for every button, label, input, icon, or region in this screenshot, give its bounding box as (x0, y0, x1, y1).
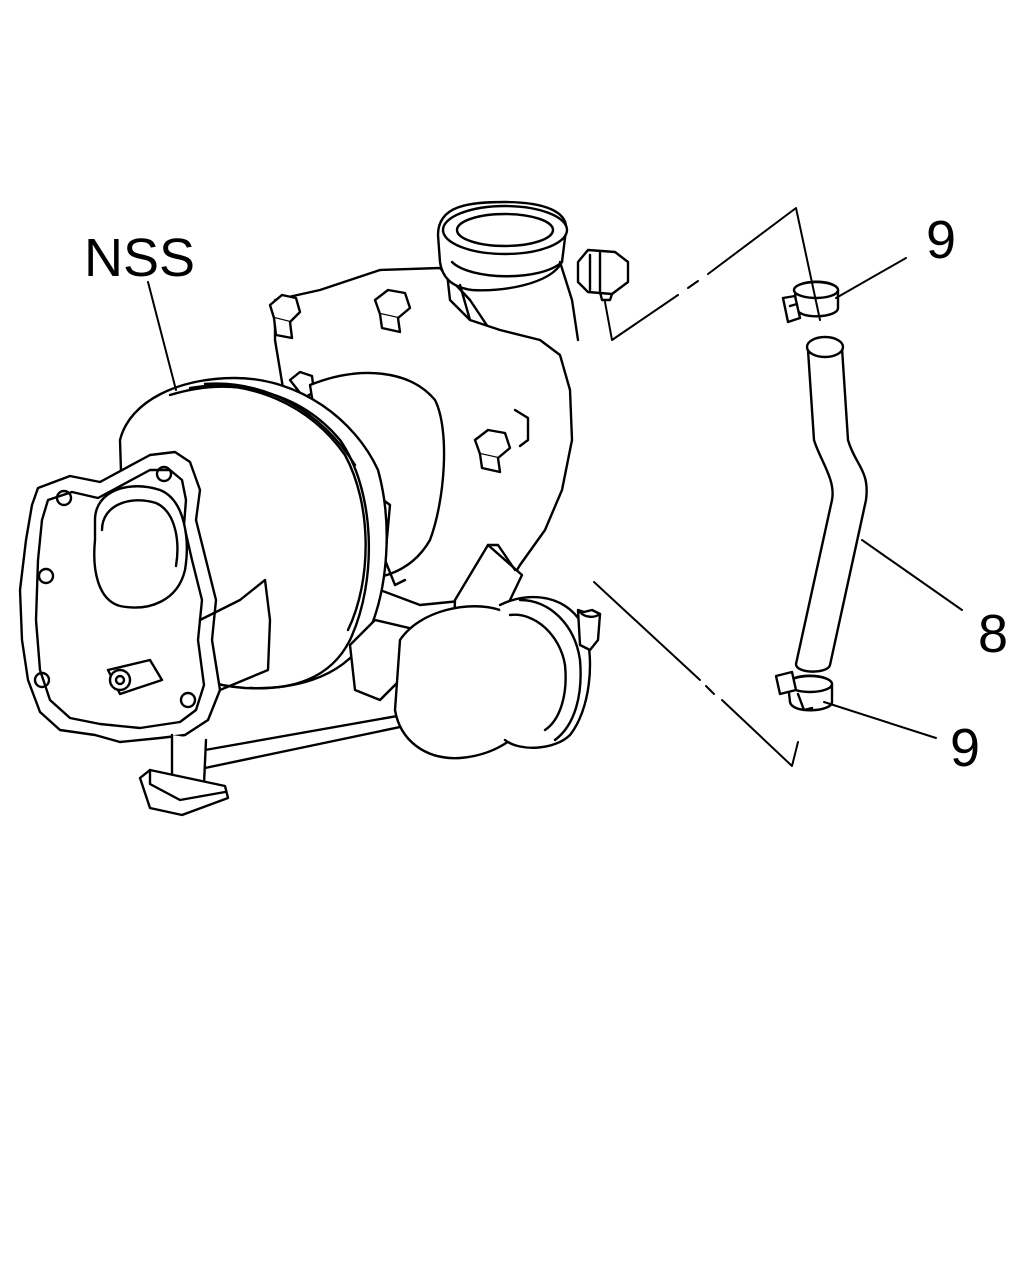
flange-bolt (268, 293, 302, 340)
assembly-lines (593, 207, 821, 767)
flange-bolt (373, 288, 412, 334)
clamp-upper (781, 280, 840, 324)
callout-9-lower: 9 (950, 718, 980, 778)
flange-bolt (473, 428, 512, 474)
leader-lines (147, 257, 963, 739)
clamp-lower (774, 670, 834, 712)
callout-nss: NSS (84, 228, 195, 288)
turbocharger-assembly (18, 200, 630, 817)
callout-8: 8 (978, 604, 1008, 664)
callout-9-upper: 9 (926, 210, 956, 270)
hose (794, 335, 868, 673)
